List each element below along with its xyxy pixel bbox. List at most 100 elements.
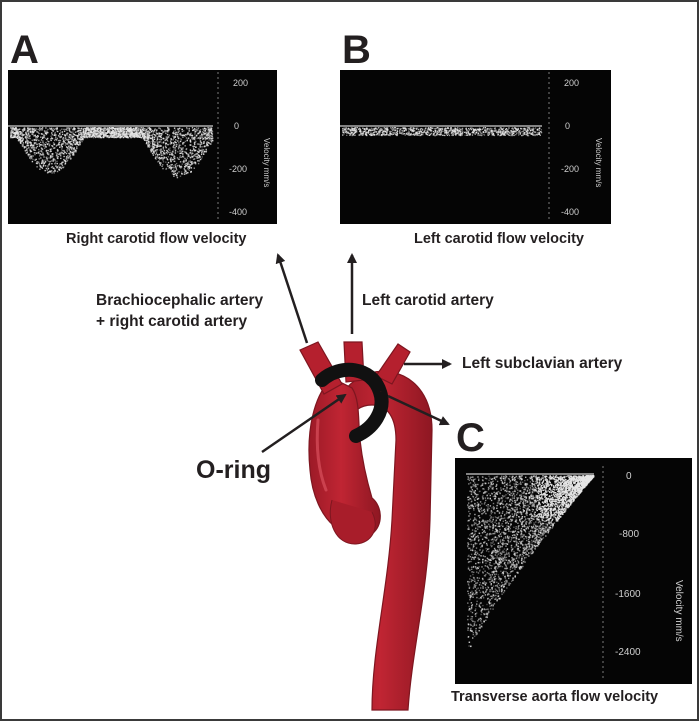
doppler-speckle: [441, 130, 443, 133]
doppler-speckle: [121, 131, 124, 134]
doppler-speckle: [62, 166, 64, 169]
doppler-speckle: [162, 161, 165, 163]
doppler-speckle: [29, 149, 31, 152]
doppler-speckle: [485, 520, 487, 522]
doppler-speckle: [544, 499, 546, 501]
doppler-speckle: [100, 128, 102, 131]
doppler-speckle: [23, 128, 25, 130]
doppler-speckle: [198, 130, 200, 132]
doppler-speckle: [27, 141, 29, 143]
doppler-speckle: [470, 129, 473, 131]
doppler-speckle: [52, 167, 55, 170]
doppler-speckle: [103, 127, 106, 129]
doppler-speckle: [35, 139, 37, 141]
doppler-speckle: [472, 129, 475, 132]
doppler-speckle: [536, 525, 539, 527]
doppler-speckle: [179, 175, 182, 177]
doppler-speckle: [489, 605, 491, 607]
doppler-speckle: [371, 133, 373, 135]
doppler-speckle: [78, 138, 81, 140]
doppler-speckle: [99, 132, 102, 135]
doppler-speckle: [365, 134, 368, 136]
doppler-speckle: [525, 512, 527, 514]
doppler-speckle: [568, 482, 570, 485]
doppler-speckle: [48, 157, 50, 159]
doppler-speckle: [156, 142, 159, 144]
doppler-speckle: [439, 134, 441, 136]
doppler-speckle: [480, 131, 482, 134]
doppler-speckle: [532, 488, 534, 491]
doppler-speckle: [349, 128, 351, 130]
doppler-speckle: [475, 485, 477, 488]
doppler-speckle: [473, 485, 475, 487]
doppler-speckle: [179, 152, 181, 155]
doppler-speckle: [16, 135, 19, 138]
doppler-speckle: [367, 132, 369, 134]
doppler-speckle: [23, 127, 26, 129]
doppler-speckle: [525, 522, 527, 524]
doppler-speckle: [141, 131, 143, 133]
doppler-speckle: [88, 129, 91, 131]
doppler-speckle: [51, 163, 53, 165]
doppler-speckle: [505, 570, 507, 573]
doppler-speckle: [52, 155, 54, 158]
doppler-speckle: [12, 131, 14, 133]
doppler-speckle: [497, 132, 499, 135]
doppler-speckle: [111, 135, 114, 138]
doppler-speckle: [160, 140, 162, 142]
doppler-speckle: [180, 166, 183, 168]
doppler-speckle: [374, 130, 376, 132]
doppler-speckle: [157, 154, 159, 156]
doppler-speckle: [159, 145, 162, 147]
doppler-speckle: [208, 136, 210, 138]
doppler-speckle: [500, 134, 502, 137]
doppler-speckle: [63, 130, 66, 132]
doppler-speckle: [178, 164, 180, 167]
doppler-speckle: [54, 138, 57, 140]
doppler-speckle: [192, 129, 195, 131]
doppler-speckle: [86, 135, 88, 138]
doppler-speckle: [472, 565, 475, 568]
doppler-speckle: [78, 132, 80, 134]
doppler-speckle: [483, 531, 485, 533]
doppler-speckle: [151, 131, 153, 133]
doppler-speckle: [422, 132, 424, 134]
doppler-speckle: [131, 135, 133, 137]
doppler-speckle: [111, 127, 113, 129]
doppler-speckle: [59, 146, 61, 148]
doppler-speckle: [87, 134, 89, 136]
doppler-speckle: [183, 130, 185, 132]
doppler-speckle: [508, 493, 511, 496]
doppler-speckle: [534, 537, 536, 540]
doppler-speckle: [528, 531, 530, 533]
doppler-speckle: [415, 133, 417, 135]
doppler-speckle: [508, 132, 510, 134]
doppler-speckle: [174, 170, 176, 172]
doppler-speckle: [57, 130, 59, 133]
doppler-speckle: [447, 131, 450, 133]
doppler-speckle: [169, 147, 171, 149]
doppler-speckle: [482, 496, 484, 499]
doppler-speckle: [503, 488, 506, 490]
doppler-speckle: [206, 141, 208, 143]
doppler-speckle: [57, 144, 60, 146]
doppler-speckle: [466, 129, 468, 131]
doppler-speckle: [484, 594, 487, 596]
doppler-speckle: [514, 553, 516, 555]
doppler-speckle: [91, 134, 94, 136]
doppler-speckle: [104, 130, 106, 133]
doppler-speckle: [450, 127, 452, 129]
doppler-speckle: [85, 129, 88, 132]
doppler-speckle: [166, 130, 168, 132]
doppler-speckle: [71, 152, 73, 154]
doppler-speckle: [494, 550, 496, 552]
doppler-speckle: [536, 129, 538, 131]
doppler-speckle: [520, 497, 522, 499]
doppler-speckle: [501, 572, 503, 575]
panel-a-signal: [10, 127, 214, 179]
doppler-speckle: [35, 142, 37, 144]
doppler-speckle: [206, 133, 209, 135]
doppler-speckle: [465, 132, 468, 134]
doppler-speckle: [452, 129, 454, 131]
doppler-speckle: [210, 140, 213, 142]
